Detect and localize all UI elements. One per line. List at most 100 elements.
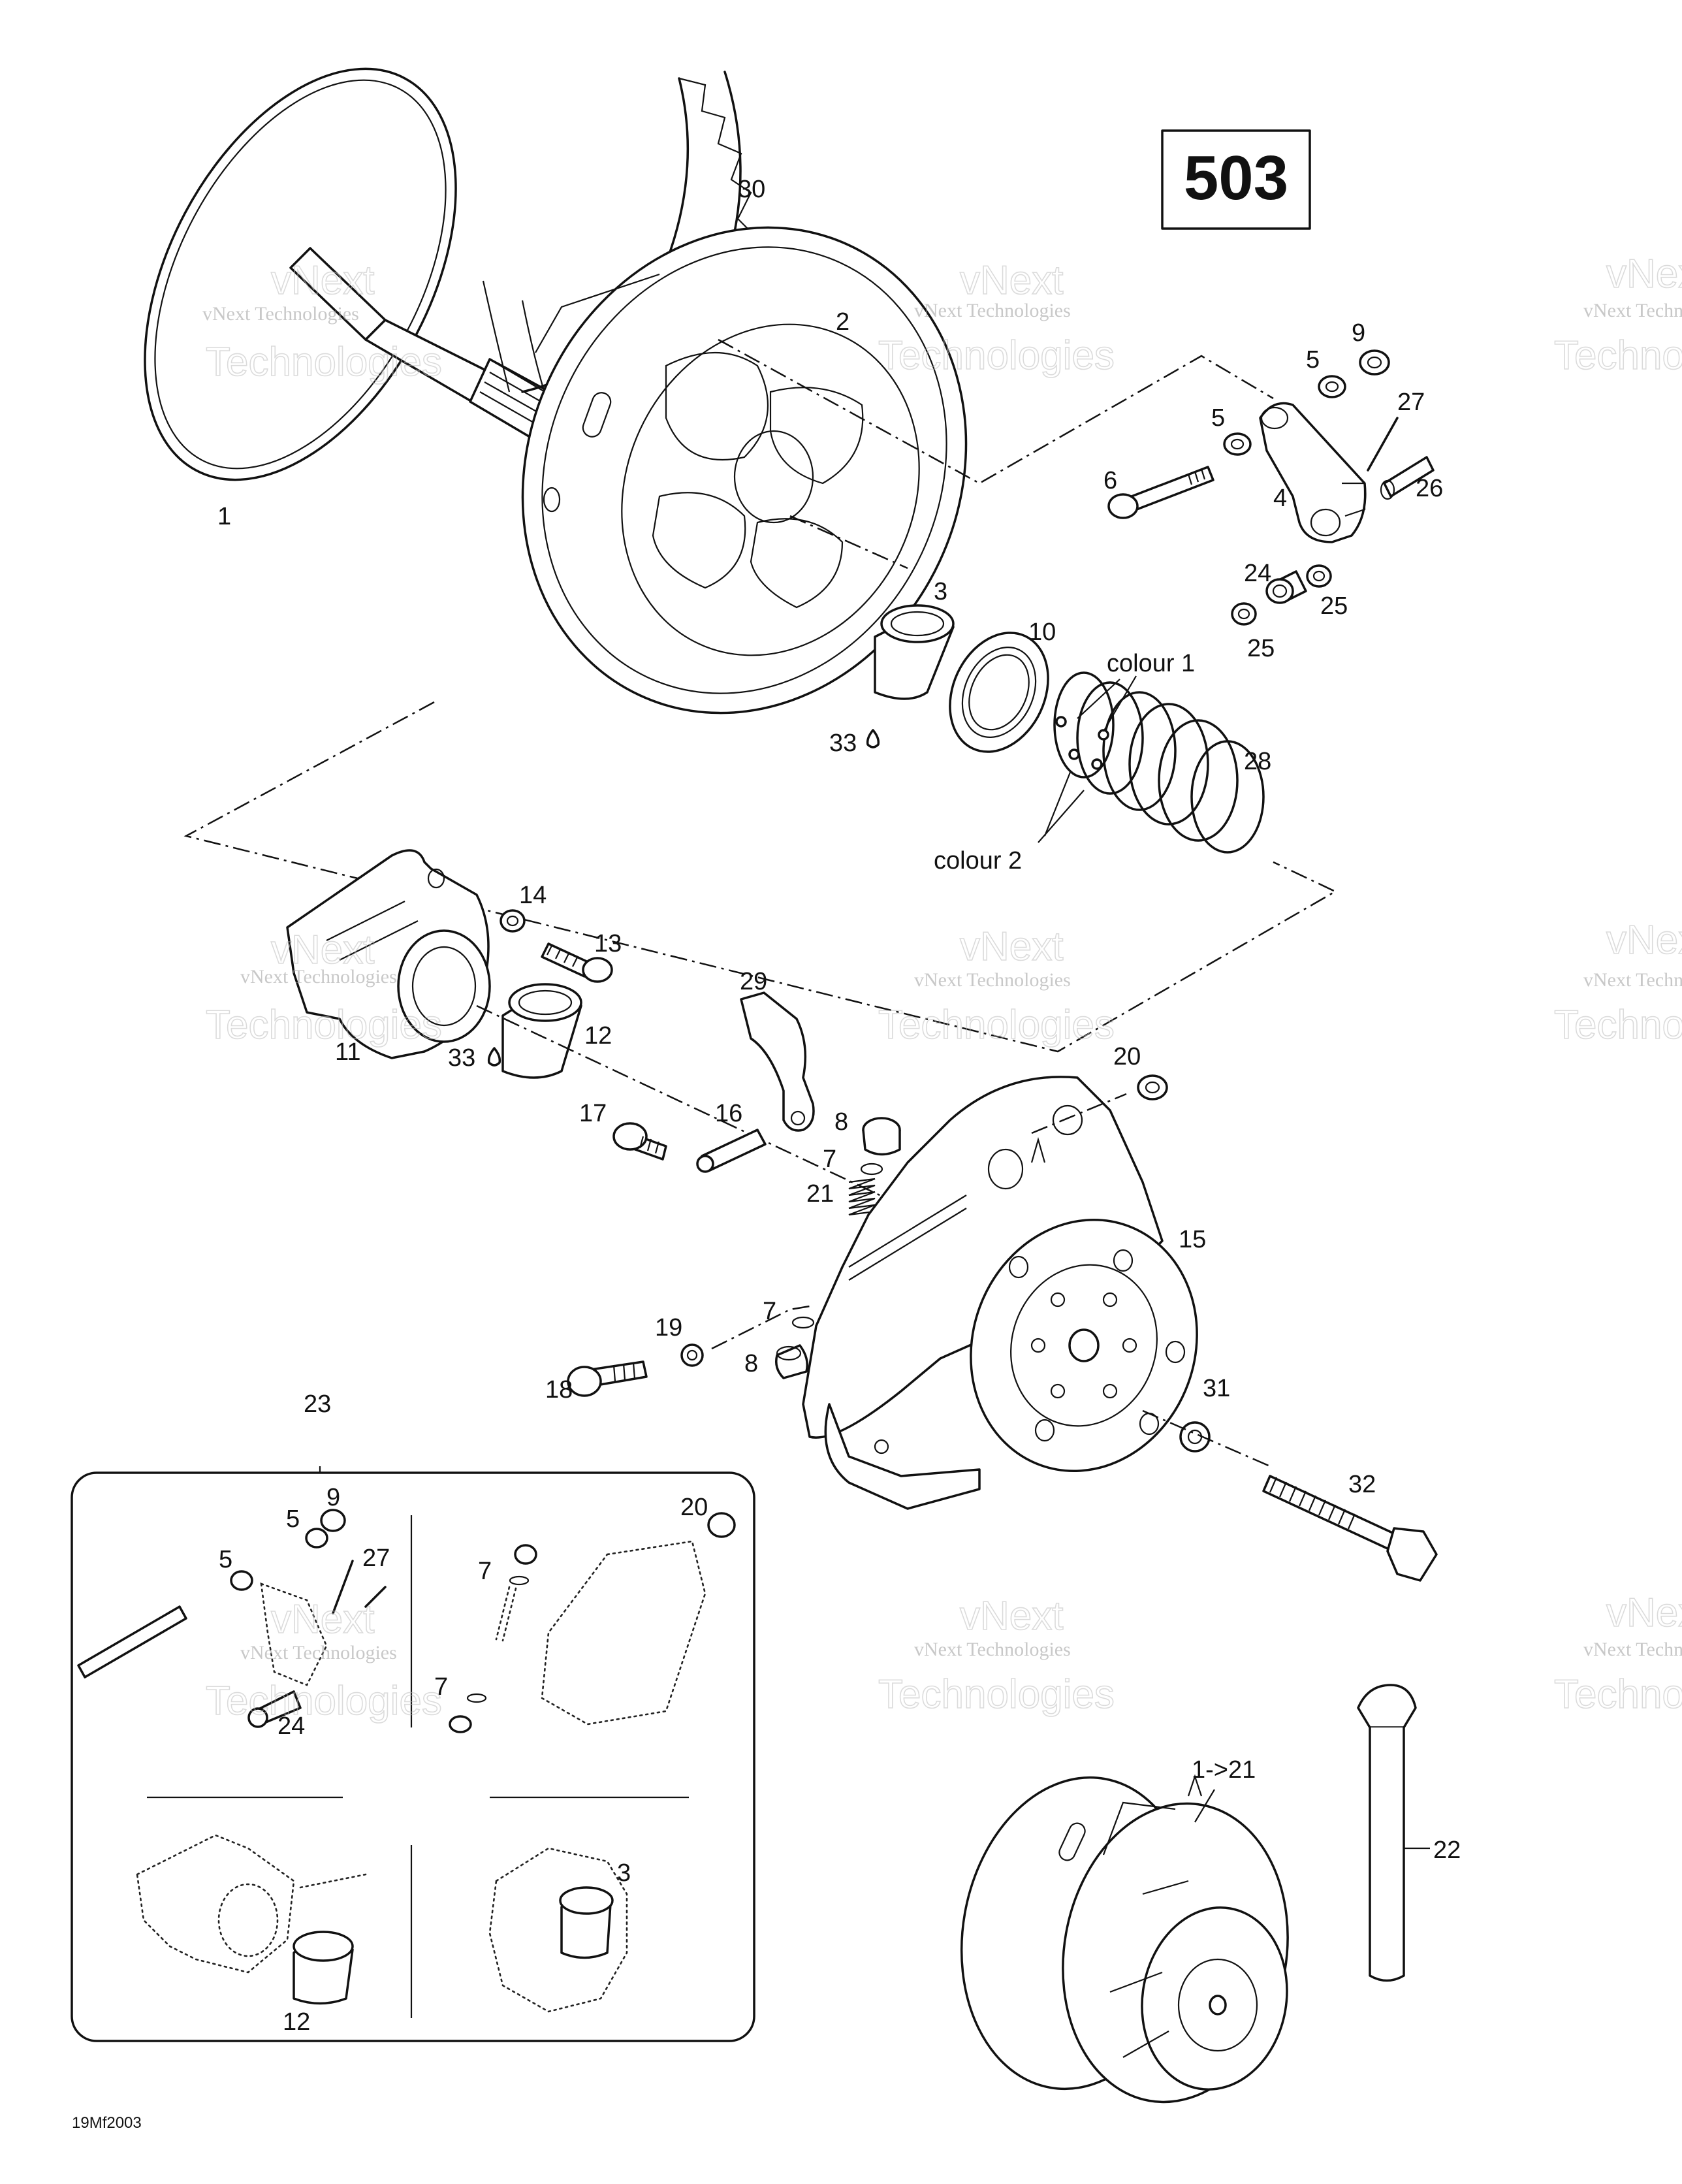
part-3-bushing xyxy=(874,604,955,700)
callout-27: 27 xyxy=(1397,389,1425,416)
callout-1: 1 xyxy=(217,503,231,530)
inset-callout-5-upper: 5 xyxy=(286,1505,300,1533)
grease-drop-icon xyxy=(866,729,880,748)
inset-callout-27: 27 xyxy=(362,1545,390,1572)
inset-callout-24: 24 xyxy=(278,1712,305,1740)
part-24-roller xyxy=(1265,570,1307,604)
callout-21: 21 xyxy=(806,1180,834,1208)
part-25-washer-left xyxy=(1231,602,1257,626)
watermark-line2: Technologies xyxy=(878,333,1115,378)
watermark-line1: vNext Technologies xyxy=(914,300,1071,321)
footer-code: 19Mf2003 xyxy=(72,2114,142,2132)
inset-callout-7-upper: 7 xyxy=(478,1558,492,1585)
watermark-line0: vNext xyxy=(1606,1590,1682,1635)
watermark-line0: vNext xyxy=(960,1594,1063,1639)
callout-13: 13 xyxy=(594,930,622,957)
part-21-spring xyxy=(848,1178,876,1216)
part-5-washer-lower xyxy=(1223,432,1252,456)
part-11-cam xyxy=(286,849,491,1059)
callout-7-lower: 7 xyxy=(763,1298,776,1325)
watermark-line0: vNext xyxy=(271,927,374,972)
callout-31: 31 xyxy=(1203,1375,1230,1402)
assembly-line-top xyxy=(718,338,1274,485)
watermark-line0: vNext xyxy=(271,1597,374,1642)
watermark-line1: vNext Technologies xyxy=(914,1639,1071,1660)
part-31-washer xyxy=(1179,1421,1211,1453)
assembly-line-axis xyxy=(789,515,908,570)
inset-callout-20: 20 xyxy=(680,1494,708,1521)
part-15-housing xyxy=(802,1076,1198,1510)
part-13-screw xyxy=(541,942,613,983)
inset-callout-12: 12 xyxy=(283,2008,310,2036)
inset-lever-assembly xyxy=(77,1509,387,1728)
callout-8-lower: 8 xyxy=(744,1350,758,1377)
part-17-bolt xyxy=(612,1122,667,1161)
callout-25-right: 25 xyxy=(1320,592,1348,620)
callout-17: 17 xyxy=(579,1100,607,1127)
part-10-seal xyxy=(949,632,1049,753)
part-22-long-bolt xyxy=(1357,1684,1430,1982)
part-32-bolt xyxy=(1262,1475,1438,1582)
callout-9: 9 xyxy=(1352,319,1365,347)
part-26-pin xyxy=(1380,456,1435,500)
part-14-washer xyxy=(500,909,526,933)
inset-callout-7-lower: 7 xyxy=(434,1673,448,1701)
inset-housing-assembly xyxy=(488,1847,628,2013)
watermark-line0: vNext xyxy=(1606,251,1682,297)
callout-16: 16 xyxy=(715,1100,742,1127)
watermark-line0: vNext xyxy=(1606,918,1682,963)
part-16-pin xyxy=(696,1129,767,1173)
watermark-line2: Technologies xyxy=(878,1672,1115,1717)
part-8-cap-lower xyxy=(775,1344,808,1379)
part-28-spring xyxy=(1053,671,1265,854)
part-7-oring-lower xyxy=(791,1316,815,1329)
callout-23: 23 xyxy=(304,1390,331,1418)
callout-30: 30 xyxy=(738,176,765,203)
callout-33-upper: 33 xyxy=(829,730,857,757)
callout-6: 6 xyxy=(1103,467,1117,494)
callout-1-21: 1->21 xyxy=(1192,1756,1256,1784)
assembly-line-cam xyxy=(476,1004,908,1210)
callout-15: 15 xyxy=(1179,1226,1206,1253)
part-8-cap-upper xyxy=(862,1117,901,1156)
assembly-line-18 xyxy=(711,1305,810,1350)
watermarks: vNext vNext Technologies Technologies vN… xyxy=(202,251,1682,1724)
callout-32: 32 xyxy=(1348,1471,1376,1498)
assembly-1-21-clutch xyxy=(960,1774,1289,2104)
page-number-box: 503 xyxy=(1161,129,1311,230)
inset-callout-3: 3 xyxy=(617,1859,631,1887)
callout-10: 10 xyxy=(1028,618,1056,646)
watermark-line2: Technologies xyxy=(1554,333,1682,378)
watermark-line2: Technologies xyxy=(1554,1003,1682,1048)
watermark-line2: Technologies xyxy=(878,1003,1115,1048)
grease-drop-icon xyxy=(487,1047,501,1067)
callout-2: 2 xyxy=(836,308,849,336)
callout-24: 24 xyxy=(1244,560,1271,587)
callout-12: 12 xyxy=(584,1022,612,1050)
part-4-lever-arm xyxy=(1259,402,1367,543)
watermark-line1: vNext Technologies xyxy=(1583,300,1682,321)
assembly-line-32 xyxy=(1142,1409,1271,1468)
part-18-bolt xyxy=(567,1360,648,1397)
callout-22: 22 xyxy=(1433,1837,1461,1864)
callout-19: 19 xyxy=(655,1314,682,1341)
watermark-line2: Technologies xyxy=(206,340,442,385)
inset-callout-5-lower: 5 xyxy=(219,1546,232,1573)
callout-33-lower: 33 xyxy=(448,1044,475,1072)
callout-5-lower: 5 xyxy=(1211,404,1225,432)
part-7-oring-upper xyxy=(860,1163,883,1176)
part-29-cam-arm xyxy=(740,991,815,1132)
watermark-line1: vNext Technologies xyxy=(202,303,359,325)
part-19-washer xyxy=(680,1343,704,1367)
callout-11: 11 xyxy=(335,1038,360,1066)
callout-25-left: 25 xyxy=(1247,635,1275,662)
assembly-line-middle xyxy=(183,701,1337,1053)
inset-callout-9: 9 xyxy=(326,1484,340,1511)
callout-labels: 30 2 1 9 5 27 5 6 26 4 24 25 25 3 10 col… xyxy=(217,176,1461,2036)
part-2-movable-sheave xyxy=(521,226,968,715)
watermark-line1: vNext Technologies xyxy=(914,969,1071,991)
watermark-line0: vNext xyxy=(960,924,1063,969)
callout-20: 20 xyxy=(1113,1043,1141,1070)
page-number: 503 xyxy=(1184,143,1288,213)
